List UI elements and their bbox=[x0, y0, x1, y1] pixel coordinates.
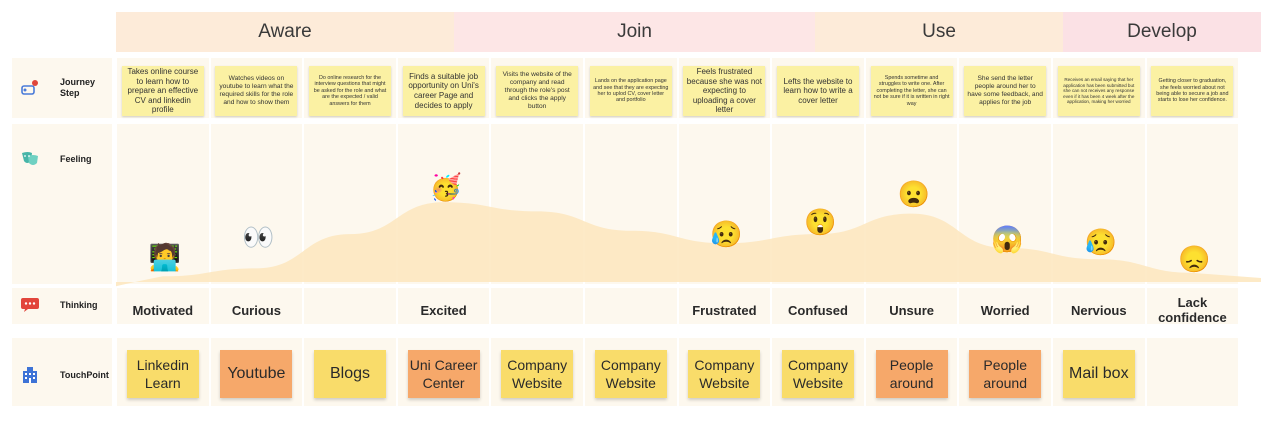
phase-join: Join bbox=[617, 21, 652, 42]
emotion-emoji-unsure: 😦 bbox=[897, 178, 930, 209]
journey-step-note: She send the letter people around her to… bbox=[964, 66, 1047, 116]
row-header-journey: Journey Step bbox=[12, 66, 112, 110]
column-band bbox=[304, 288, 396, 324]
journey-step-note: Getting closer to graduation, she feels … bbox=[1151, 66, 1234, 116]
journey-step-note: Lefts the website to learn how to write … bbox=[777, 66, 859, 116]
row-header-band-feeling bbox=[12, 124, 112, 284]
touchpoint-sticky-mail-box: Mail box bbox=[1062, 350, 1135, 398]
emotion-emoji-confused: 😲 bbox=[804, 207, 837, 238]
phase-develop: Develop bbox=[1127, 21, 1197, 42]
emotion-emoji-excited: 🥳 bbox=[429, 171, 462, 202]
thinking-label-nervious: Nervious bbox=[1070, 302, 1127, 318]
column-band bbox=[210, 124, 303, 284]
row-header-band-journey bbox=[12, 58, 112, 118]
column-band bbox=[117, 124, 209, 284]
journey-step-note: Takes online course to learn how to prep… bbox=[121, 66, 204, 116]
row-label-journey: Journey Step bbox=[60, 77, 96, 98]
touchpoint-sticky-company-website: Company Website bbox=[782, 350, 854, 398]
phase-band-aware bbox=[116, 12, 454, 52]
emotion-emoji-motivated: 🧑‍💻 bbox=[148, 241, 182, 272]
thinking-label-curious: Curious bbox=[231, 302, 281, 318]
emotion-emoji-nervious: 😥 bbox=[1084, 226, 1118, 257]
column-band bbox=[117, 288, 209, 324]
journey-step-note: Visits the website of the company and re… bbox=[496, 66, 579, 116]
column-band bbox=[1053, 288, 1145, 324]
touchpoint-sticky-people-around: People around bbox=[969, 350, 1042, 398]
touchpoint-sticky-uni-career-center: Uni Career Center bbox=[407, 350, 480, 398]
row-header-touchpoint: TouchPoint bbox=[12, 360, 112, 390]
emotion-emoji-lack-confidence: 😞 bbox=[1178, 244, 1211, 274]
emotion-emoji-curious: 👀 bbox=[242, 222, 275, 253]
journey-step-note: Finds a suitable job opportunity on Uni'… bbox=[402, 66, 485, 116]
touchpoint-sticky-company-website: Company Website bbox=[594, 350, 667, 398]
row-label-feeling: Feeling bbox=[60, 153, 92, 164]
journey-step-note: Watches videos on youtube to learn what … bbox=[215, 66, 298, 116]
column-band bbox=[678, 288, 771, 324]
journey-step-note: Spends sometime and struggles to write o… bbox=[870, 66, 953, 116]
map-route-icon bbox=[18, 76, 42, 100]
row-label-touchpoint: TouchPoint bbox=[60, 369, 109, 380]
journey-step-note: Feels frustrated because she was not exp… bbox=[683, 66, 766, 116]
row-header-feeling: Feeling bbox=[12, 144, 112, 174]
thinking-label-excited: Excited bbox=[420, 302, 467, 318]
column-band bbox=[491, 288, 583, 324]
touchpoint-sticky-company-website: Company Website bbox=[688, 350, 761, 398]
journey-step-note: Do online research for the interview que… bbox=[309, 66, 391, 116]
thinking-label-frustrated: Frustrated bbox=[692, 302, 757, 318]
row-label-thinking: Thinking bbox=[60, 299, 98, 310]
touchpoint-sticky-linkedin-learn: Linkedin Learn bbox=[126, 350, 199, 398]
row-header-thinking: Thinking bbox=[12, 292, 112, 318]
phase-band-use bbox=[815, 12, 1063, 52]
column-band bbox=[1146, 338, 1239, 406]
speech-bubble-icon bbox=[18, 293, 42, 317]
touchpoint-sticky-blogs: Blogs bbox=[314, 350, 386, 398]
emotion-curve-area bbox=[116, 202, 1261, 287]
touchpoint-sticky-youtube: Youtube bbox=[220, 350, 293, 398]
thinking-label-lack-confidence: Lack confidence bbox=[1158, 295, 1227, 325]
column-band bbox=[959, 288, 1051, 324]
journey-step-note: Lands on the application page and see th… bbox=[589, 66, 672, 116]
column-band bbox=[397, 288, 490, 324]
touchpoint-sticky-company-website: Company Website bbox=[501, 350, 574, 398]
phase-use: Use bbox=[922, 21, 956, 42]
phase-band-join bbox=[454, 12, 815, 52]
touchpoint-sticky-people-around: People around bbox=[875, 350, 948, 398]
emotion-emoji-worried: 😱 bbox=[991, 224, 1024, 255]
column-band bbox=[585, 288, 677, 324]
phase-band-develop bbox=[1063, 12, 1261, 52]
building-icon bbox=[18, 363, 42, 387]
thinking-label-confused: Confused bbox=[788, 302, 848, 318]
column-band bbox=[772, 288, 864, 324]
column-band bbox=[865, 288, 958, 324]
column-band bbox=[1146, 288, 1239, 324]
thinking-label-unsure: Unsure bbox=[889, 302, 934, 318]
journey-step-note: Receives an email saying that her applic… bbox=[1057, 66, 1140, 116]
column-band bbox=[210, 288, 303, 324]
column-band bbox=[1146, 124, 1239, 284]
theater-masks-icon bbox=[18, 147, 42, 171]
emotion-emoji-frustrated: 😥 bbox=[710, 218, 743, 249]
thinking-label-motivated: Motivated bbox=[132, 302, 194, 318]
phase-aware: Aware bbox=[258, 21, 312, 42]
thinking-label-worried: Worried bbox=[980, 302, 1030, 318]
